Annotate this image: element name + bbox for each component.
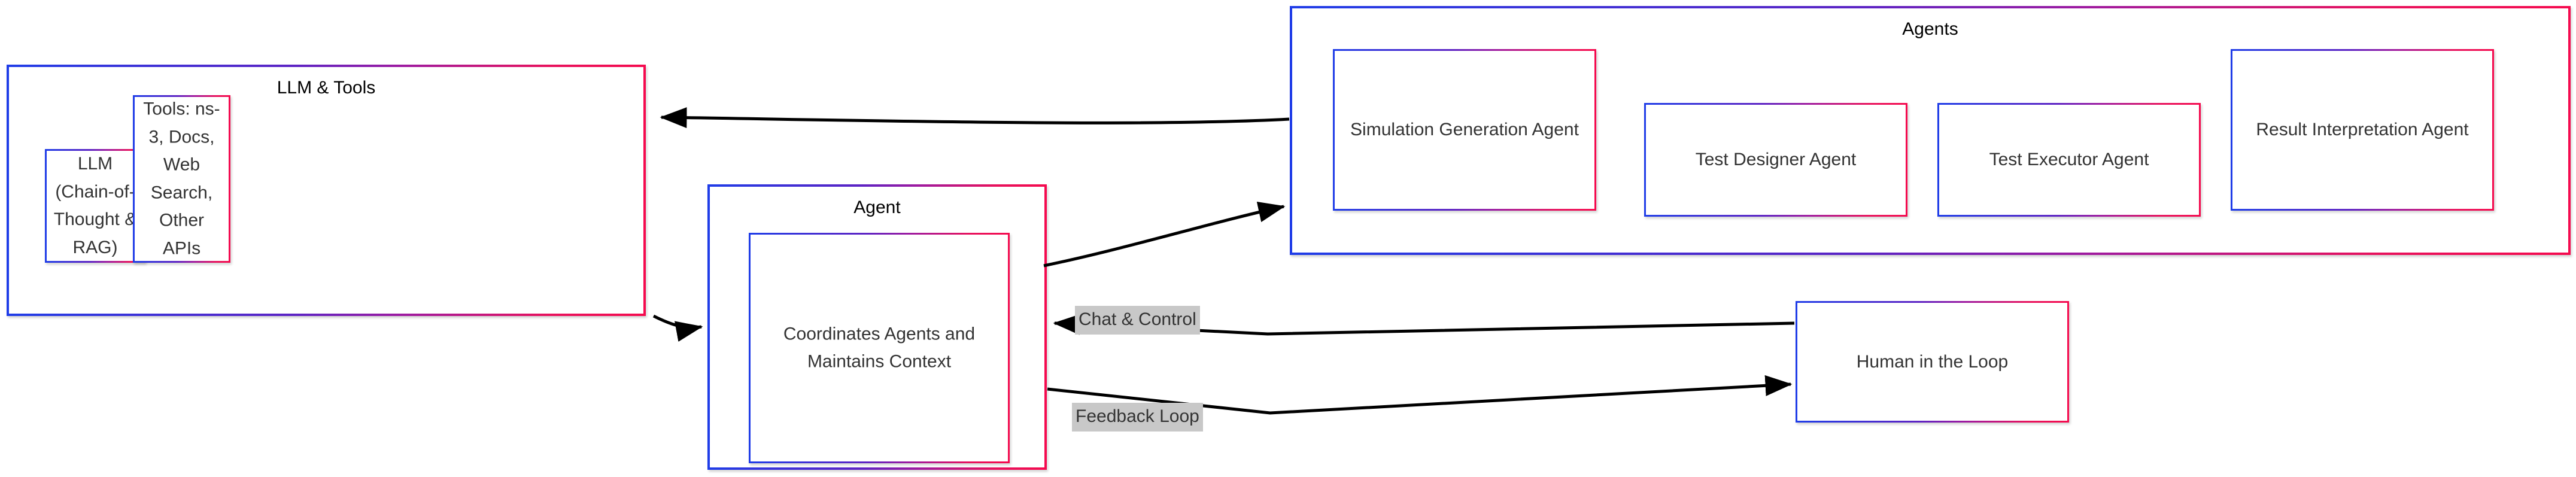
edge-label-chat-and-control: Chat & Control	[1075, 306, 1200, 335]
group-agents[interactable]: Agents Simulation Generation Agent Test …	[1290, 6, 2571, 255]
node-result-interpretation-agent[interactable]: Result Interpretation Agent	[2231, 49, 2494, 211]
node-llm-label: LLM (Chain-of-Thought & RAG)	[53, 154, 137, 257]
edge-llm-tools-to-agent	[652, 314, 703, 342]
node-simulation-generation-agent-label: Simulation Generation Agent	[1350, 119, 1579, 139]
node-tools-label: Tools: ns-3, Docs, Web Search, Other API…	[143, 99, 220, 259]
node-test-designer-agent-label: Test Designer Agent	[1695, 149, 1857, 169]
group-llm-tools-title: LLM & Tools	[277, 78, 376, 98]
node-human-in-the-loop-label: Human in the Loop	[1856, 351, 2009, 372]
node-test-executor-agent-label: Test Executor Agent	[1989, 149, 2149, 169]
node-coordinator-label: Coordinates Agents and Maintains Context	[783, 324, 976, 372]
group-agents-title: Agents	[1902, 19, 1958, 39]
group-agent-title: Agent	[853, 198, 901, 217]
node-test-executor-agent[interactable]: Test Executor Agent	[1937, 103, 2201, 217]
group-agent[interactable]: Agent Coordinates Agents and Maintains C…	[707, 184, 1047, 470]
node-test-designer-agent[interactable]: Test Designer Agent	[1644, 103, 1907, 217]
edge-label-feedback-loop: Feedback Loop	[1072, 403, 1203, 432]
node-llm[interactable]: LLM (Chain-of-Thought & RAG)	[45, 149, 145, 263]
edge-agents-to-llm-tools	[660, 107, 1290, 129]
node-tools[interactable]: Tools: ns-3, Docs, Web Search, Other API…	[133, 95, 230, 263]
node-result-interpretation-agent-label: Result Interpretation Agent	[2256, 119, 2469, 139]
edge-agent-to-agents	[1043, 201, 1286, 268]
node-coordinator[interactable]: Coordinates Agents and Maintains Context	[749, 233, 1010, 463]
node-simulation-generation-agent[interactable]: Simulation Generation Agent	[1333, 49, 1596, 211]
node-human-in-the-loop[interactable]: Human in the Loop	[1796, 301, 2069, 423]
group-llm-tools[interactable]: LLM & Tools LLM (Chain-of-Thought & RAG)…	[7, 65, 646, 316]
